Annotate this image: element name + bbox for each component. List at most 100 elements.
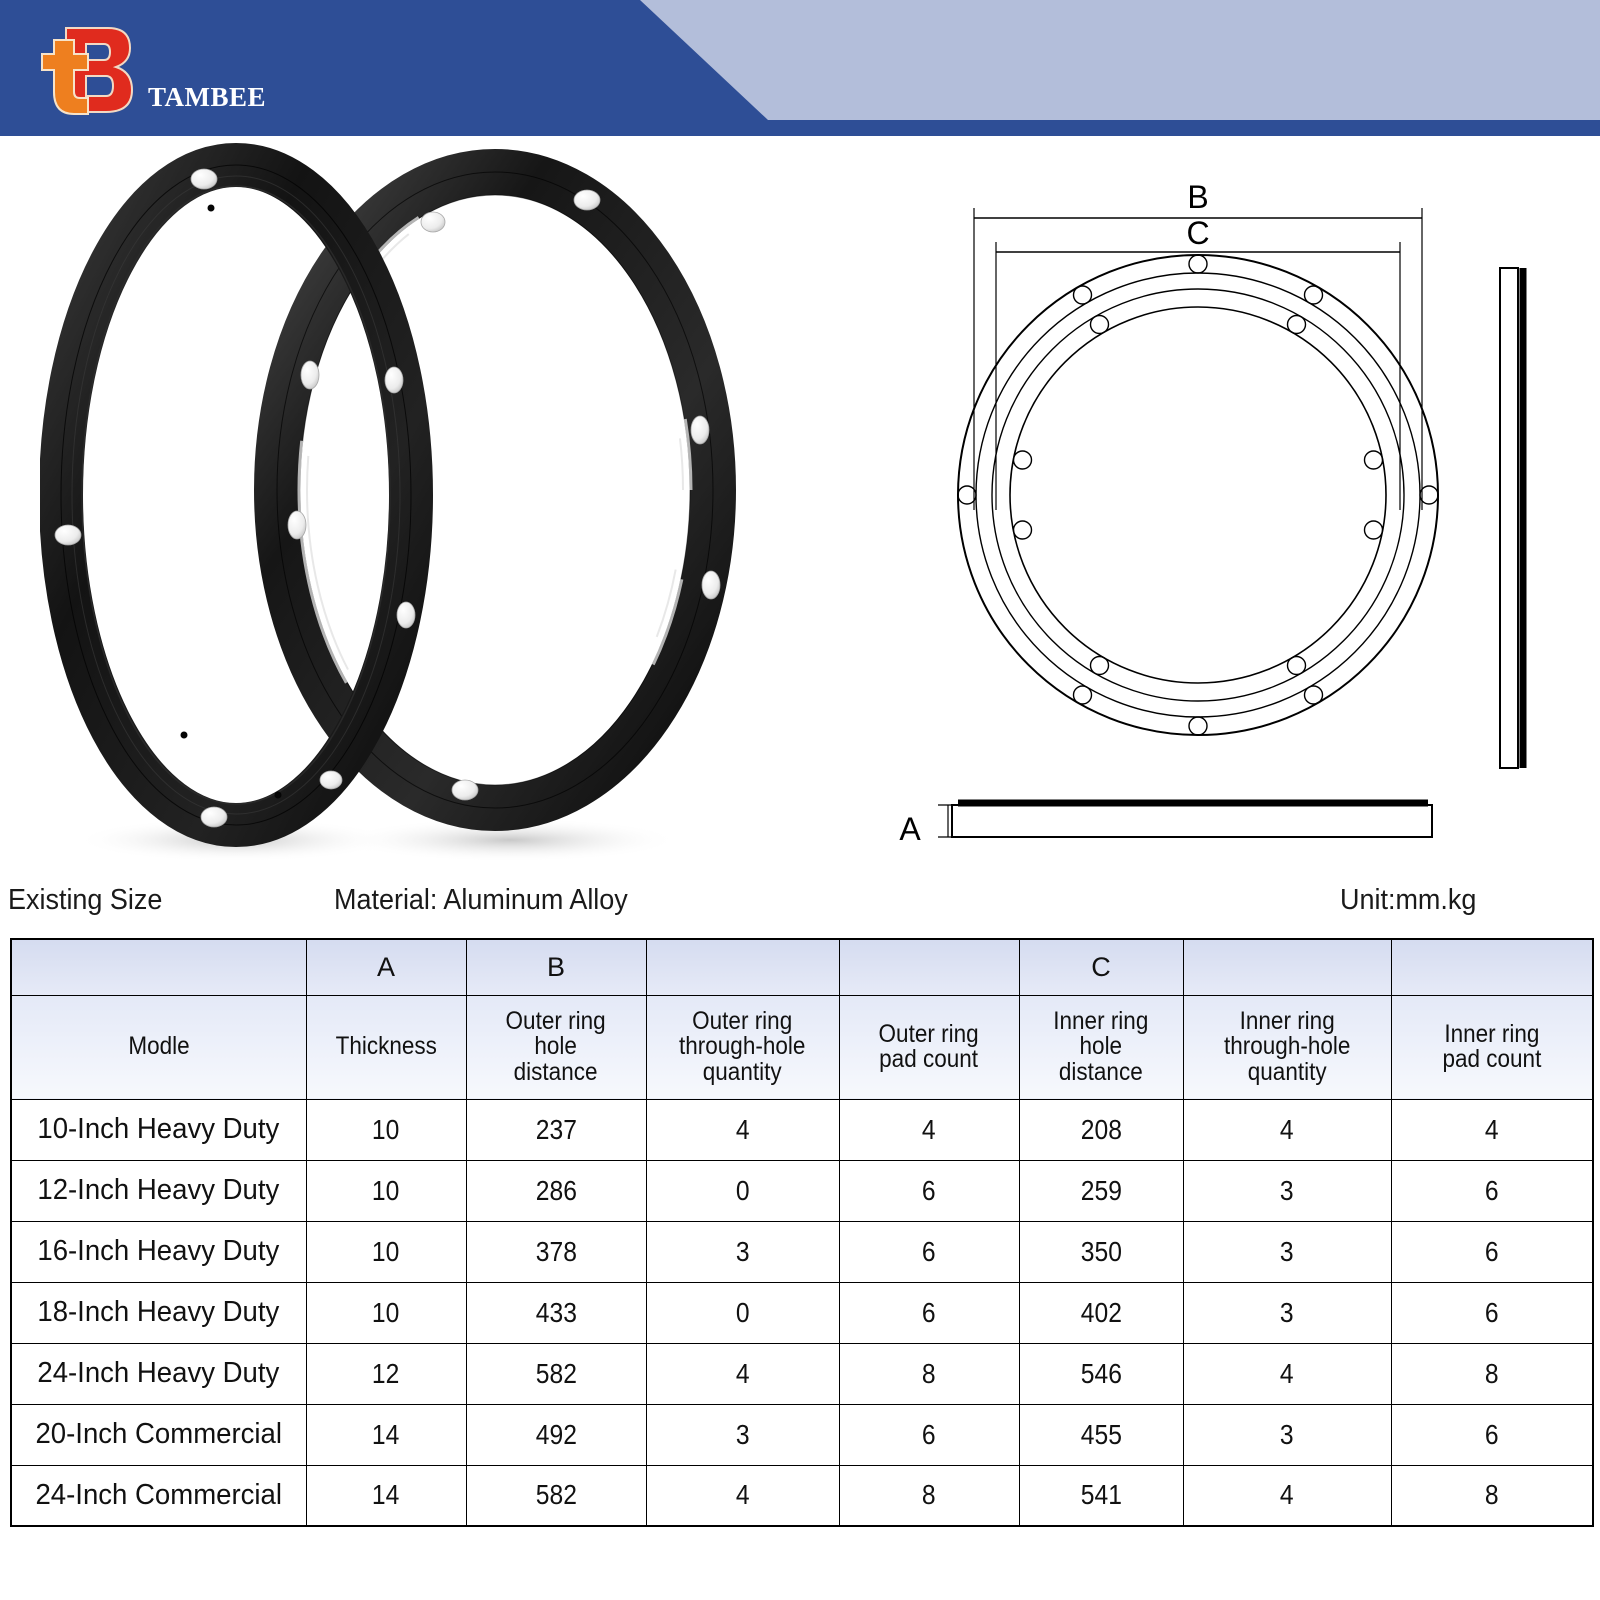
cell-model: 20-Inch Commercial bbox=[10, 1403, 307, 1466]
dimension-band-cell-7 bbox=[1390, 938, 1594, 996]
cell-model: 18-Inch Heavy Duty bbox=[10, 1281, 307, 1344]
turntable-ring-back bbox=[254, 149, 736, 831]
caption-material: Material: Aluminum Alloy bbox=[334, 884, 628, 916]
dimension-band-cell-6 bbox=[1182, 938, 1392, 996]
cell-value: 10 bbox=[305, 1281, 467, 1344]
cell-model: 24-Inch Commercial bbox=[10, 1464, 307, 1527]
cell-value: 3 bbox=[1182, 1220, 1392, 1283]
header-accent-shape bbox=[640, 0, 1600, 120]
cell-value: 10 bbox=[305, 1159, 467, 1222]
cell-value: 14 bbox=[305, 1464, 467, 1527]
cell-value: 378 bbox=[465, 1220, 647, 1283]
cell-value: 541 bbox=[1018, 1464, 1184, 1527]
cell-value: 6 bbox=[838, 1220, 1020, 1283]
cell-value: 12 bbox=[305, 1342, 467, 1405]
cell-value: 0 bbox=[645, 1281, 840, 1344]
cell-value: 6 bbox=[1390, 1281, 1594, 1344]
cell-value: 455 bbox=[1018, 1403, 1184, 1466]
cell-value: 350 bbox=[1018, 1220, 1184, 1283]
cell-model: 10-Inch Heavy Duty bbox=[10, 1098, 307, 1161]
cell-value: 4 bbox=[1182, 1342, 1392, 1405]
cell-value: 492 bbox=[465, 1403, 647, 1466]
cell-value: 3 bbox=[645, 1403, 840, 1466]
cell-value: 8 bbox=[1390, 1464, 1594, 1527]
cell-value: 0 bbox=[645, 1159, 840, 1222]
cell-value: 3 bbox=[1182, 1403, 1392, 1466]
caption-existing-size: Existing Size bbox=[8, 884, 163, 916]
inner-ring-holes bbox=[1012, 314, 1384, 676]
cell-value: 8 bbox=[838, 1342, 1020, 1405]
tambee-logo-icon bbox=[41, 27, 134, 115]
cell-value: 286 bbox=[465, 1159, 647, 1222]
cell-value: 582 bbox=[465, 1464, 647, 1527]
cell-value: 10 bbox=[305, 1098, 467, 1161]
brand-logo: TAMBEE bbox=[30, 22, 290, 122]
technical-drawing: B C bbox=[899, 179, 1527, 847]
cell-value: 8 bbox=[1390, 1342, 1594, 1405]
thickness-profile-view bbox=[938, 799, 1433, 838]
cell-value: 4 bbox=[645, 1464, 840, 1527]
dimension-label-b: B bbox=[1187, 179, 1208, 215]
cell-value: 4 bbox=[1182, 1464, 1392, 1527]
cell-value: 4 bbox=[645, 1098, 840, 1161]
cell-model: 16-Inch Heavy Duty bbox=[10, 1220, 307, 1283]
cell-value: 3 bbox=[1182, 1281, 1392, 1344]
dimension-label-a: A bbox=[899, 811, 921, 847]
cell-value: 4 bbox=[838, 1098, 1020, 1161]
dimension-band-cell-0 bbox=[10, 938, 307, 996]
cell-value: 6 bbox=[1390, 1403, 1594, 1466]
cell-value: 6 bbox=[838, 1281, 1020, 1344]
cell-value: 3 bbox=[1182, 1159, 1392, 1222]
cell-value: 6 bbox=[838, 1159, 1020, 1222]
dimension-band-cell-4 bbox=[838, 938, 1020, 996]
dimension-band-cell-1: A bbox=[305, 938, 467, 996]
turntable-ring-front bbox=[40, 143, 433, 847]
ring-plan-view bbox=[957, 254, 1439, 736]
dimension-band-cell-2: B bbox=[465, 938, 647, 996]
cell-value: 6 bbox=[838, 1403, 1020, 1466]
brand-wordmark: TAMBEE bbox=[148, 82, 267, 112]
dimension-band-cell-5: C bbox=[1018, 938, 1184, 996]
dimension-label-c: C bbox=[1186, 215, 1209, 251]
cell-value: 4 bbox=[645, 1342, 840, 1405]
cell-model: 12-Inch Heavy Duty bbox=[10, 1159, 307, 1222]
cell-value: 6 bbox=[1390, 1159, 1594, 1222]
cell-value: 3 bbox=[645, 1220, 840, 1283]
cell-value: 4 bbox=[1182, 1098, 1392, 1161]
cell-value: 582 bbox=[465, 1342, 647, 1405]
cell-value: 237 bbox=[465, 1098, 647, 1161]
product-photo bbox=[40, 143, 736, 860]
column-header-0: Modle bbox=[10, 994, 307, 1100]
side-profile-view bbox=[1499, 267, 1527, 769]
cell-value: 10 bbox=[305, 1220, 467, 1283]
cell-value: 433 bbox=[465, 1281, 647, 1344]
outer-ring-holes bbox=[957, 254, 1439, 736]
cell-model: 24-Inch Heavy Duty bbox=[10, 1342, 307, 1405]
cell-value: 208 bbox=[1018, 1098, 1184, 1161]
cell-value: 259 bbox=[1018, 1159, 1184, 1222]
cell-value: 8 bbox=[838, 1464, 1020, 1527]
cell-value: 402 bbox=[1018, 1281, 1184, 1344]
cell-value: 6 bbox=[1390, 1220, 1594, 1283]
cell-value: 4 bbox=[1390, 1098, 1594, 1161]
caption-row: Existing Size Material: Aluminum Alloy U… bbox=[0, 884, 1600, 932]
column-header-1: Thickness bbox=[305, 994, 467, 1100]
caption-unit: Unit:mm.kg bbox=[1340, 884, 1477, 916]
